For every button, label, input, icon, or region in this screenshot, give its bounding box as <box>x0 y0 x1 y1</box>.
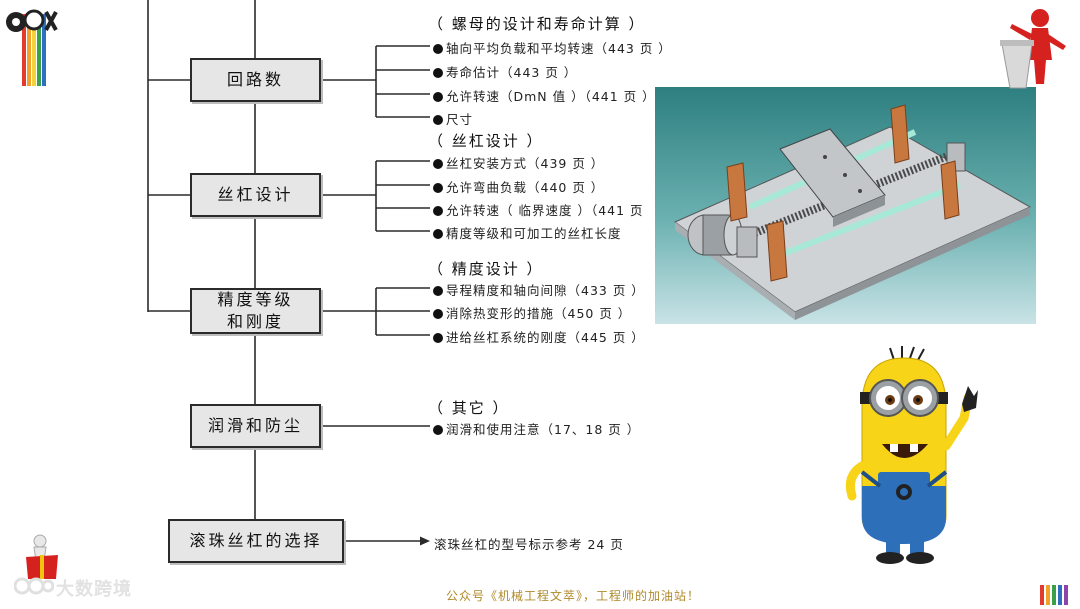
bullet-icon <box>433 286 443 296</box>
list-item: 精度等级和可加工的丝杠长度 <box>433 223 622 242</box>
bullet-icon <box>433 183 443 193</box>
selection-note: 滚珠丝杠的型号标示参考 24 页 <box>434 537 624 552</box>
mascot-gift-icon <box>20 533 64 581</box>
box-lubrication: 润滑和防尘 <box>190 404 321 448</box>
bullet-icon <box>433 309 443 319</box>
box-loop-count: 回路数 <box>190 58 321 102</box>
bullet-icon <box>433 115 443 125</box>
speaker-figure-icon <box>990 4 1076 90</box>
list-item: 允许转速（ 临界速度 ）（441 页 <box>433 200 644 219</box>
box-precision-label-2: 和刚度 <box>226 312 284 331</box>
list-item: 导程精度和轴向间隙（433 页 ） <box>433 280 645 299</box>
group-heading-precision: （ 精度设计 ） <box>428 260 544 278</box>
bars-logo-icon <box>1040 585 1068 605</box>
box-loop-count-label: 回路数 <box>226 70 284 89</box>
bullet-icon <box>433 68 443 78</box>
list-item: 进给丝杠系统的刚度（445 页 ） <box>433 327 645 346</box>
list-item: 润滑和使用注意（17、18 页 ） <box>433 419 640 438</box>
list-item: 允许弯曲负载（440 页 ） <box>433 177 604 196</box>
box-lubrication-label: 润滑和防尘 <box>207 416 303 435</box>
box-selection-label: 滚珠丝杠的选择 <box>189 531 323 550</box>
box-precision: 精度等级 和刚度 <box>190 288 321 334</box>
bullet-icon <box>433 229 443 239</box>
box-selection: 滚珠丝杠的选择 <box>168 519 344 563</box>
bullet-icon <box>433 44 443 54</box>
group-heading-screw: （ 丝杠设计 ） <box>428 132 544 150</box>
bullet-icon <box>433 206 443 216</box>
list-item: 尺寸 <box>433 109 473 128</box>
list-item: 寿命估计（443 页 ） <box>433 62 577 81</box>
list-item: 丝杠安装方式（439 页 ） <box>433 153 604 172</box>
box-precision-label-1: 精度等级 <box>217 290 294 309</box>
group-heading-other: （ 其它 ） <box>428 399 510 417</box>
list-item: 允许转速（DmN 值 ）（441 页 ） <box>433 86 656 105</box>
list-item: 轴向平均负载和平均转速（443 页 ） <box>433 38 672 57</box>
corner-logo <box>4 4 60 86</box>
watermark-logo-icon <box>13 575 55 597</box>
watermark-text: 大数跨境 <box>56 579 132 600</box>
minion-illustration <box>832 346 982 564</box>
box-screw-design: 丝杠设计 <box>190 173 321 217</box>
group-heading-nut: （ 螺母的设计和寿命计算 ） <box>428 15 646 33</box>
bullet-icon <box>433 333 443 343</box>
footer-text: 公众号《机械工程文萃》，工程师的加油站！ <box>446 589 701 603</box>
bullet-icon <box>433 159 443 169</box>
box-screw-design-label: 丝杠设计 <box>217 185 294 204</box>
bullet-icon <box>433 92 443 102</box>
list-item: 消除热变形的措施（450 页 ） <box>433 303 631 322</box>
ball-screw-render <box>655 87 1036 324</box>
bullet-icon <box>433 425 443 435</box>
